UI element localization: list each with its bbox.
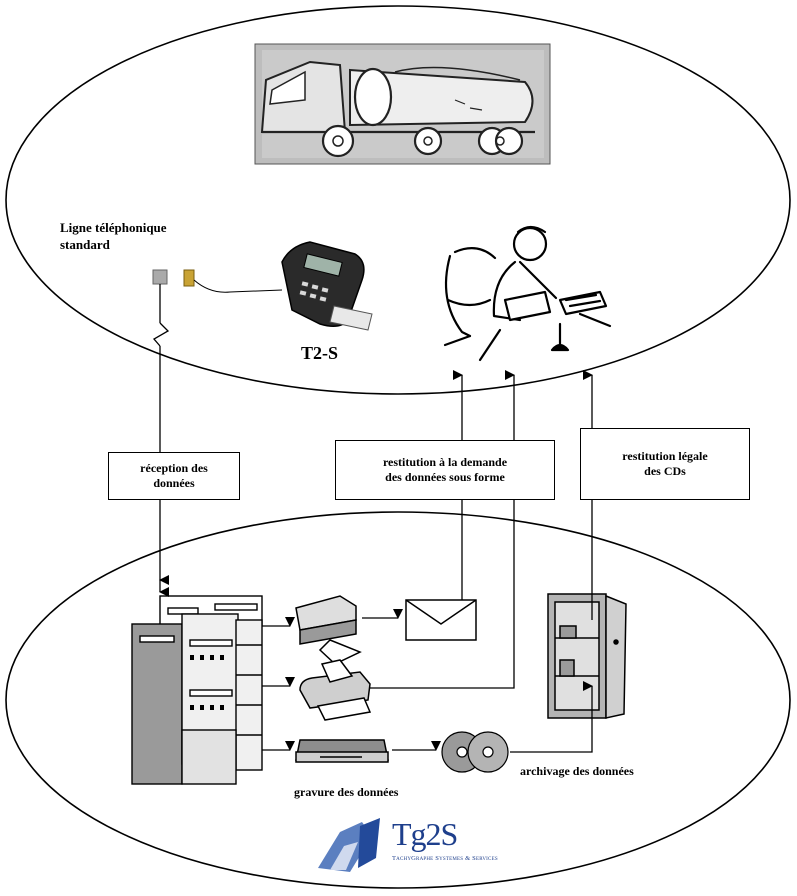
upper-ellipse xyxy=(5,5,791,395)
cd-burner-icon xyxy=(295,739,389,763)
tg2s-logo-graphic xyxy=(318,818,380,872)
burning-label: gravure des données xyxy=(294,785,399,799)
reception-box: réception des données xyxy=(108,452,240,500)
archiving-label: archivage des données xyxy=(520,764,634,778)
phone-line-wire xyxy=(152,284,170,452)
terminal-label: T2-S xyxy=(301,343,339,363)
on-demand-restitution-box: restitution à la demande des données sou… xyxy=(335,440,555,500)
truck-illustration xyxy=(254,43,551,165)
lower-ellipse xyxy=(5,511,791,889)
logo-tagline: TachyGraphe Systemes & Services xyxy=(392,855,498,862)
phone-socket xyxy=(152,269,283,293)
archive-cabinet-icon xyxy=(547,593,627,719)
printer-icon xyxy=(295,595,362,665)
cd-discs-icon xyxy=(441,731,509,773)
t2s-terminal-icon xyxy=(281,241,373,331)
logo-name: Tg2S xyxy=(392,816,458,852)
office-worker-icon xyxy=(443,225,612,362)
phone-line-label: Ligne téléphonique standard xyxy=(60,220,167,252)
fax-icon xyxy=(299,659,372,721)
legal-restitution-box: restitution légale des CDs xyxy=(580,428,750,500)
envelope-icon xyxy=(405,599,477,641)
server-rack-icon xyxy=(131,595,263,785)
